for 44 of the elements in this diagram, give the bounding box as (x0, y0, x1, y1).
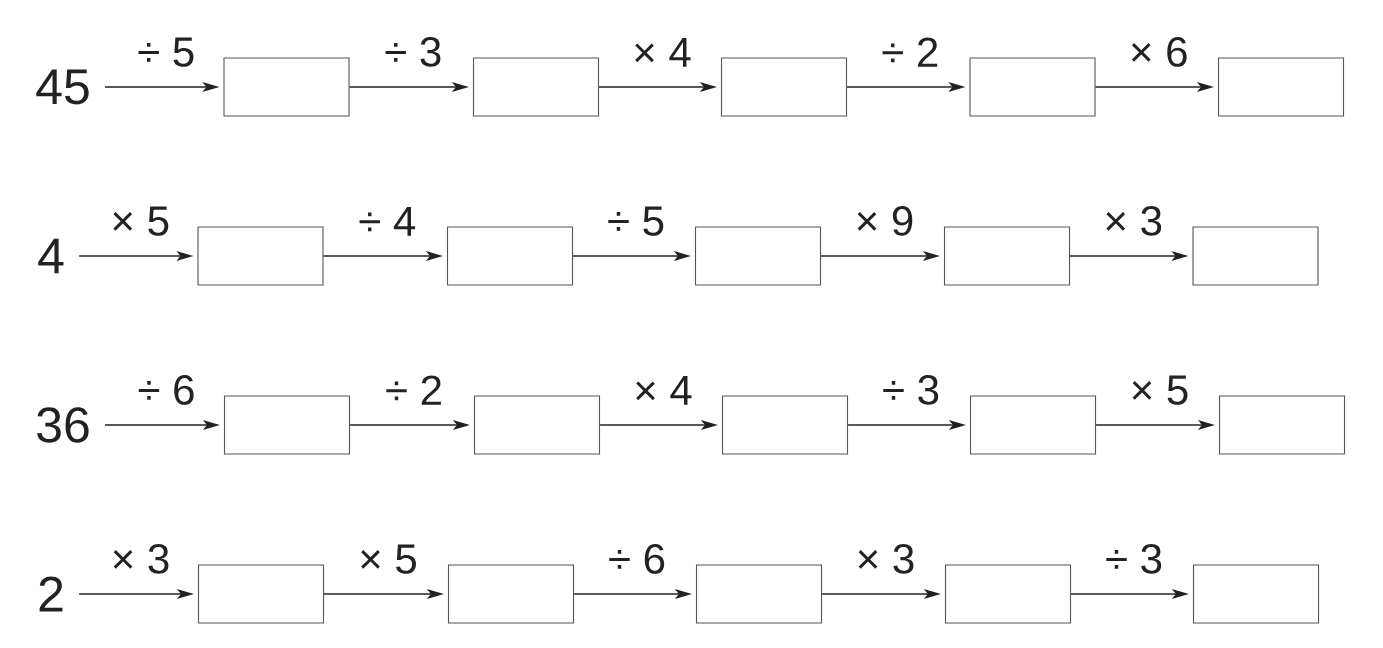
start-number: 2 (39, 576, 63, 612)
answer-box (720, 57, 848, 117)
answer-box (721, 395, 849, 455)
edge-label: ÷ 3 (883, 375, 939, 405)
answer-box (969, 395, 1097, 455)
edge-label: ÷ 4 (359, 206, 416, 236)
start-number: 36 (37, 407, 89, 443)
answer-box (223, 57, 350, 117)
edge-label: × 3 (858, 544, 914, 574)
edge-label: ÷ 5 (608, 206, 664, 236)
edge-label: × 4 (636, 375, 692, 405)
edge-label: × 9 (857, 206, 913, 236)
answer-box (695, 564, 823, 624)
edge-label: × 6 (1131, 37, 1187, 67)
edge-label: × 3 (113, 544, 169, 574)
answer-box (223, 395, 351, 455)
answer-box (447, 564, 575, 624)
answer-box (446, 226, 574, 286)
edge-label: ÷ 2 (386, 375, 441, 405)
answer-box (197, 226, 324, 286)
edge-label: × 3 (1106, 206, 1162, 236)
edge-label: ÷ 6 (138, 375, 194, 405)
answer-box (944, 564, 1072, 624)
start-number: 4 (38, 238, 64, 274)
answer-box (197, 564, 325, 624)
edge-label: × 5 (1132, 375, 1188, 405)
edge-label: ÷ 6 (609, 544, 665, 574)
answer-box (1192, 226, 1319, 286)
answer-box (969, 57, 1096, 117)
answer-box (694, 226, 822, 286)
edge-label: ÷ 2 (882, 37, 938, 67)
answer-box (943, 226, 1071, 286)
answer-box (472, 57, 600, 117)
answer-box (473, 395, 601, 455)
start-number: 45 (36, 69, 89, 105)
answer-box (1218, 395, 1346, 455)
edge-label: × 4 (635, 37, 691, 67)
answer-box (1192, 564, 1320, 624)
answer-box (1217, 57, 1345, 117)
edge-label: ÷ 5 (138, 37, 194, 67)
edge-label: × 5 (113, 206, 169, 236)
edge-label: ÷ 3 (1106, 544, 1162, 574)
edge-label: ÷ 3 (385, 37, 441, 67)
edge-label: × 5 (361, 544, 416, 574)
